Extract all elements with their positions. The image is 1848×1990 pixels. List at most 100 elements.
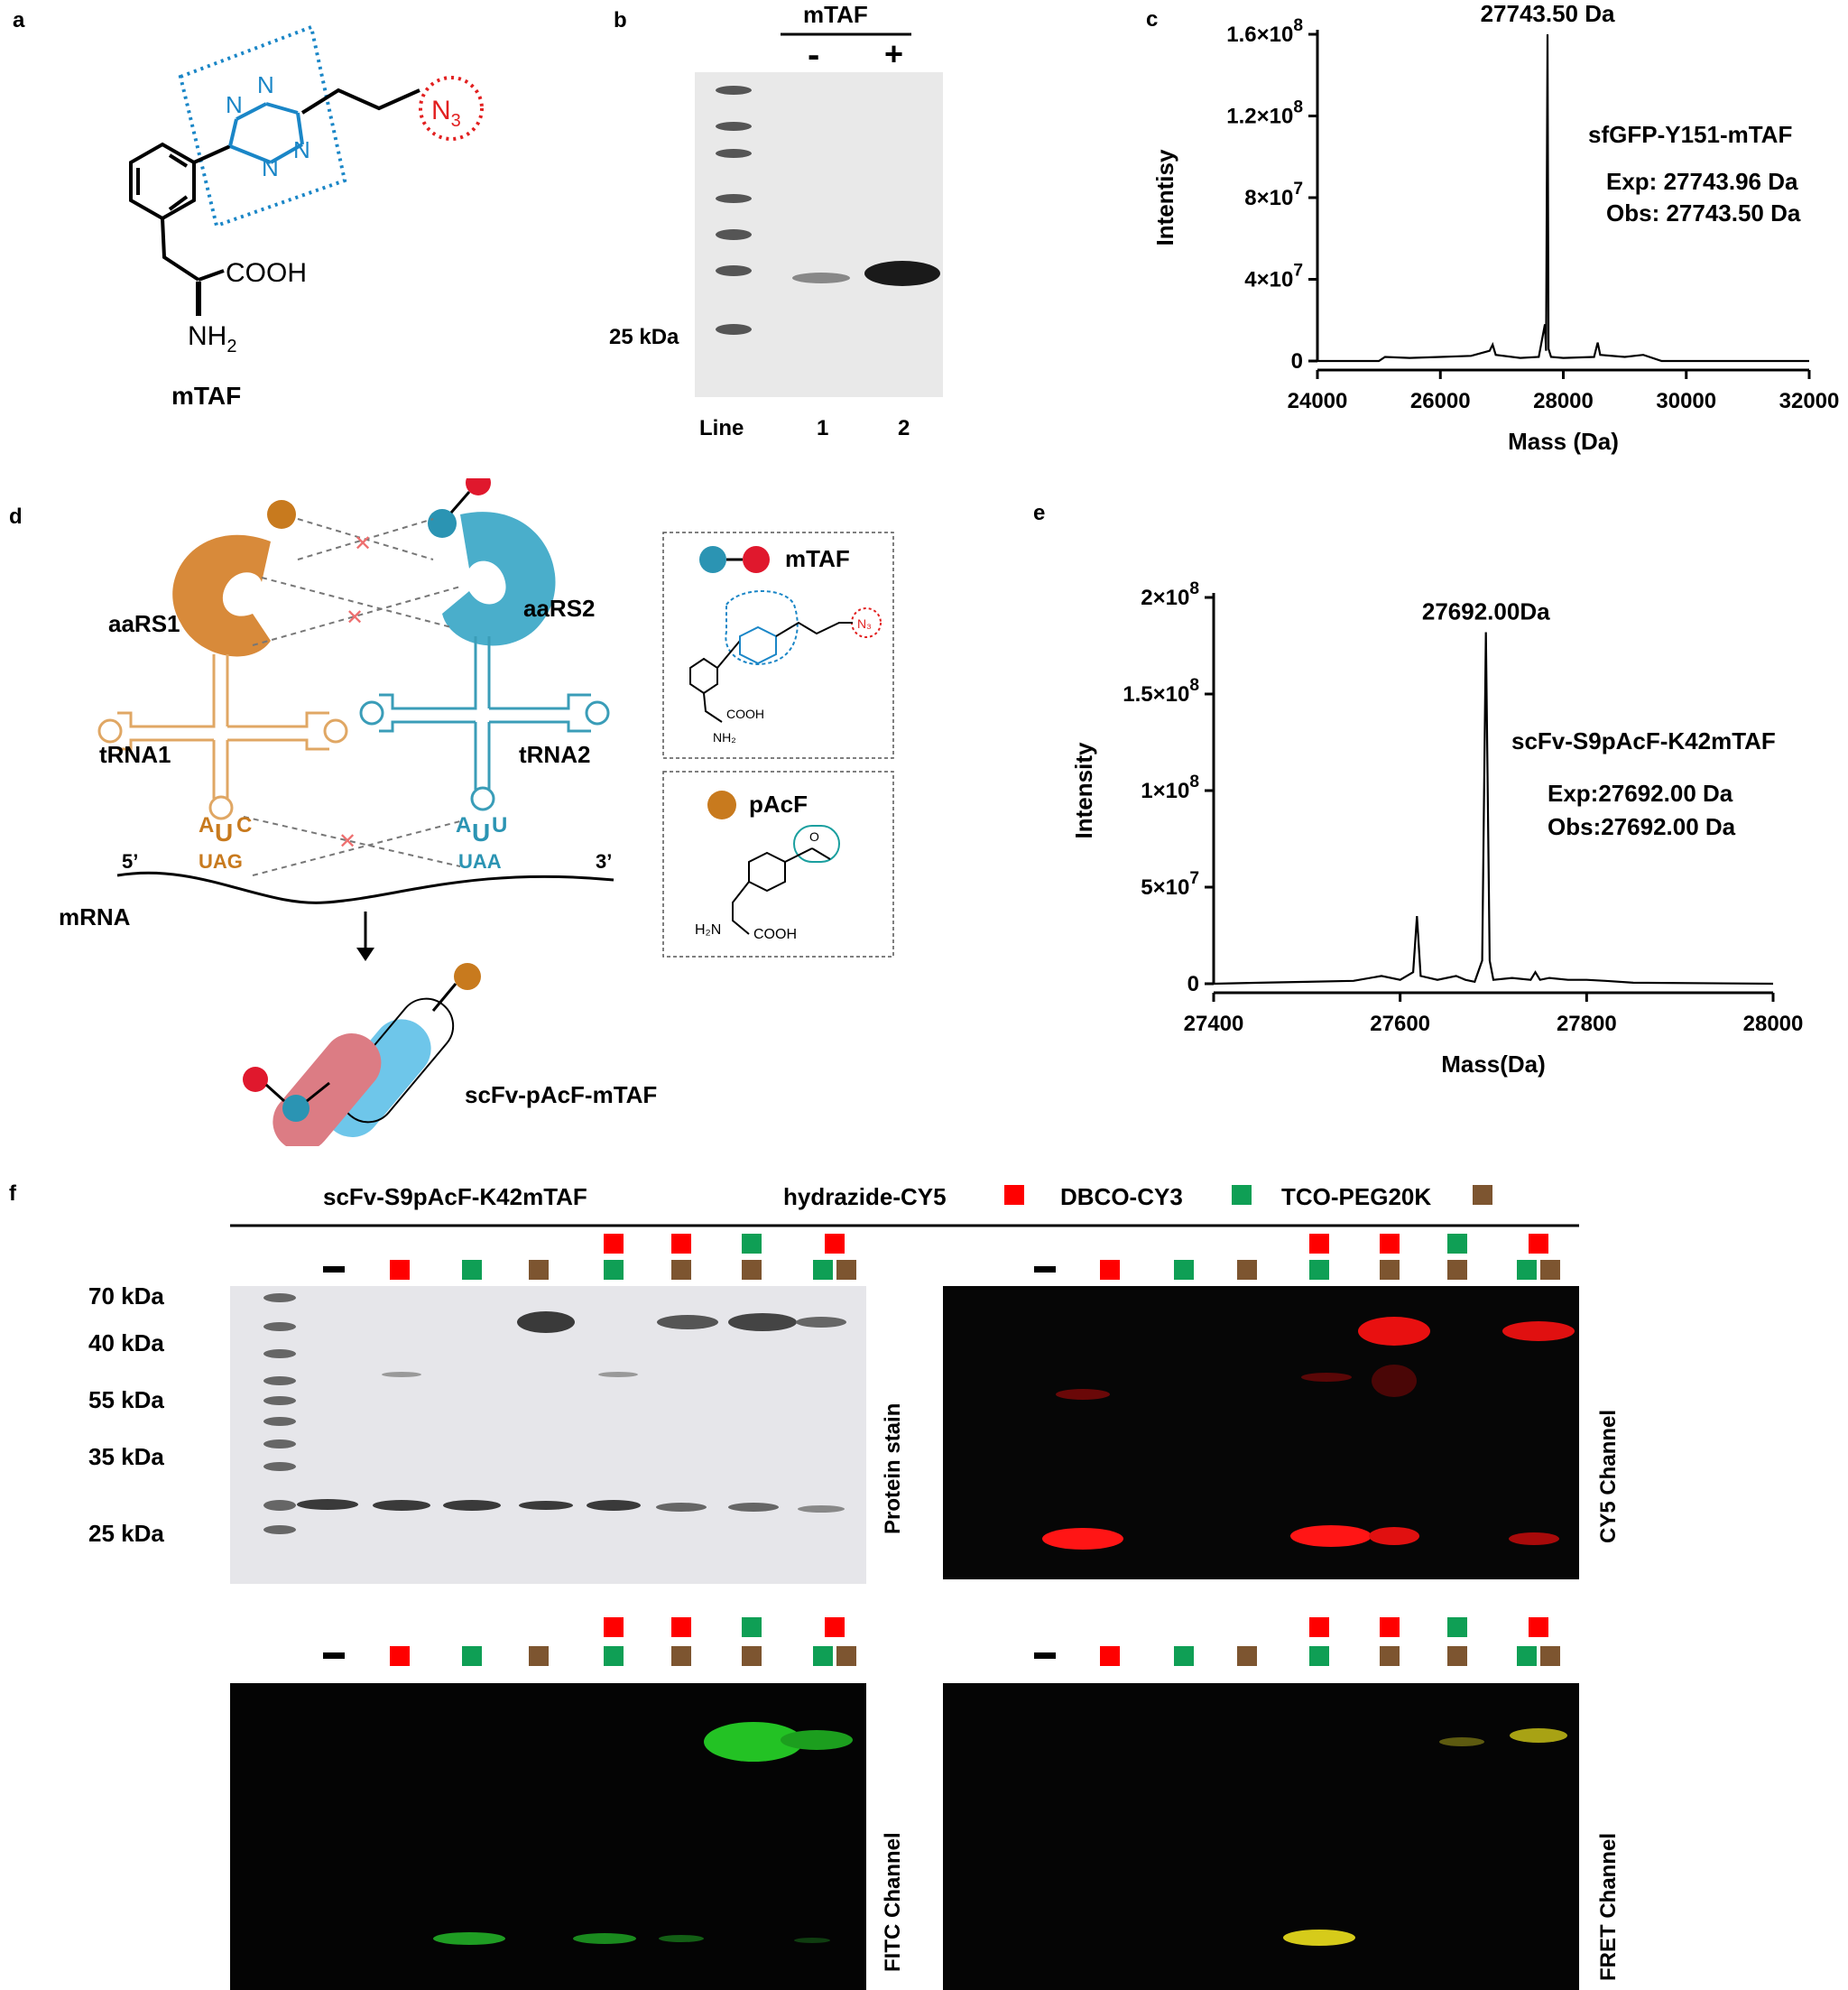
y-tick-label: 5×107 xyxy=(1141,869,1199,900)
product-pacf xyxy=(454,963,481,990)
anticodon1-a: A xyxy=(199,813,214,838)
tetrazine-n1: N xyxy=(226,91,243,118)
lane-reagent-swatch xyxy=(1517,1646,1537,1666)
legend-cy3-swatch xyxy=(1232,1185,1252,1205)
three-prime: 3’ xyxy=(596,850,612,873)
product-label: scFv-pAcF-mTAF xyxy=(465,1081,657,1108)
mrna-label: mRNA xyxy=(59,903,131,930)
lane-reagent-swatch xyxy=(742,1646,762,1666)
lane-reagent-swatch xyxy=(604,1260,624,1280)
cy5-bands xyxy=(1042,1317,1575,1550)
lane-reagent-swatch xyxy=(742,1234,762,1254)
legend-mtaf-structure: N₃ COOH NH₂ xyxy=(689,590,882,745)
anticodon1-u: U xyxy=(215,819,233,847)
benzene-ring xyxy=(129,142,196,221)
aars2-substrate-teal xyxy=(428,509,457,538)
lane-markers-fitc xyxy=(323,1617,856,1666)
anticodon2-u1: U xyxy=(472,819,490,847)
trna1 xyxy=(97,654,348,820)
tetrazine-highlight-box xyxy=(178,24,347,228)
fret-channel-label: FRET Channel xyxy=(1596,1833,1621,1981)
peak-label: 27692.00Da xyxy=(1422,598,1550,625)
aars2-substrate-red xyxy=(466,478,491,495)
lane-reagent-swatch xyxy=(671,1646,691,1666)
cy5-channel-gel xyxy=(943,1286,1579,1579)
lane-control-dash xyxy=(323,1652,345,1659)
legend-cy5-swatch xyxy=(1004,1185,1024,1205)
x-tick-label: 27800 xyxy=(1557,1012,1617,1036)
panel-f-gels: f scFv-S9pAcF-K42mTAF hydrazide-CY5 DBCO… xyxy=(9,1181,1621,1990)
aars1-enzyme xyxy=(172,534,271,657)
protein-bands xyxy=(297,1311,846,1513)
scfv-domain-vl xyxy=(273,1033,382,1146)
fitc-bands xyxy=(433,1722,853,1945)
anticodon2-u2: U xyxy=(492,813,507,838)
lane-markers-fret xyxy=(1034,1617,1560,1666)
lane-reagent-swatch xyxy=(390,1260,410,1280)
trna1-label: tRNA1 xyxy=(99,741,171,768)
lane-control-dash xyxy=(1034,1266,1056,1273)
legend-pacf-cooh: COOH xyxy=(753,927,797,942)
lane-reagent-swatch xyxy=(1380,1260,1400,1280)
lane-reagent-swatch xyxy=(1309,1234,1329,1254)
x-tick-label: 27600 xyxy=(1370,1012,1430,1036)
cooh-label: COOH xyxy=(226,258,307,288)
lane-reagent-swatch xyxy=(1174,1646,1194,1666)
lane-reagent-swatch xyxy=(836,1646,856,1666)
protein-channel-label: Protein stain xyxy=(881,1403,905,1534)
lane-reagent-swatch xyxy=(1517,1260,1537,1280)
anticodon2-a: A xyxy=(456,813,471,838)
panel-a-structure: a N N N N N3 COOH NH2 mTAF xyxy=(13,8,484,410)
annotation-text: Obs:27692.00 Da xyxy=(1548,813,1736,840)
lane-reagent-swatch xyxy=(1309,1617,1329,1637)
tetrazine-n4: N xyxy=(293,136,310,163)
marker-25: 25 kDa xyxy=(88,1520,164,1547)
fret-bands xyxy=(1283,1728,1567,1946)
fret-channel-gel xyxy=(943,1683,1579,1990)
lane-reagent-swatch xyxy=(1529,1617,1548,1637)
legend-mtaf-label: mTAF xyxy=(785,545,850,572)
panel-e-label-wrap: e xyxy=(1033,501,1045,526)
legend-mtaf-cooh: COOH xyxy=(726,707,764,721)
five-prime: 5’ xyxy=(122,850,138,873)
lane-reagent-swatch xyxy=(1237,1260,1257,1280)
lane-reagent-swatch xyxy=(1309,1260,1329,1280)
cross-mark-3: ✕ xyxy=(338,829,356,854)
lane-reagent-swatch xyxy=(604,1617,624,1637)
lane1-band xyxy=(792,273,850,283)
panel-label-e: e xyxy=(1033,501,1046,525)
azide-highlight-circle xyxy=(419,76,484,141)
lane-reagent-swatch xyxy=(825,1234,845,1254)
lane-reagent-swatch xyxy=(462,1260,482,1280)
lane-reagent-swatch xyxy=(671,1234,691,1254)
legend-cy3-label: DBCO-CY3 xyxy=(1060,1183,1183,1210)
x-tick-label: 27400 xyxy=(1184,1012,1244,1036)
annotation-text: sfGFP-Y151-mTAF xyxy=(1588,121,1792,148)
marker-40: 40 kDa xyxy=(88,1329,164,1356)
lane-reagent-swatch xyxy=(604,1234,624,1254)
panel-label-d: d xyxy=(9,504,23,529)
panel-b-gel: b mTAF - + 25 kDa Line 1 2 xyxy=(609,1,943,440)
tetrazine-n3: N xyxy=(262,154,279,181)
aars2-label: aaRS2 xyxy=(523,595,596,622)
tetrazine-n2: N xyxy=(257,71,274,98)
gel-header: mTAF xyxy=(803,1,868,28)
legend-mtaf-box xyxy=(662,532,894,759)
lane-reagent-swatch xyxy=(529,1260,549,1280)
lane-reagent-swatch xyxy=(1529,1234,1548,1254)
legend-pacf-o: O xyxy=(809,829,819,844)
peak-label: 27743.50 Da xyxy=(1481,0,1615,27)
azide-label: N3 xyxy=(431,96,461,131)
sample-name: scFv-S9pAcF-K42mTAF xyxy=(323,1183,587,1210)
annotation-text: Obs: 27743.50 Da xyxy=(1606,199,1801,227)
lane-reagent-swatch xyxy=(1447,1234,1467,1254)
spectrum-line xyxy=(1317,33,1809,363)
product-mtaf-teal xyxy=(282,1095,310,1122)
marker-55: 55 kDa xyxy=(88,1386,164,1413)
panel-label-b: b xyxy=(614,8,627,32)
annotation-text: Exp: 27743.96 Da xyxy=(1606,168,1798,195)
minus-label: - xyxy=(808,35,819,75)
x-tick-label: 26000 xyxy=(1410,389,1471,413)
marker-70: 70 kDa xyxy=(88,1282,164,1310)
